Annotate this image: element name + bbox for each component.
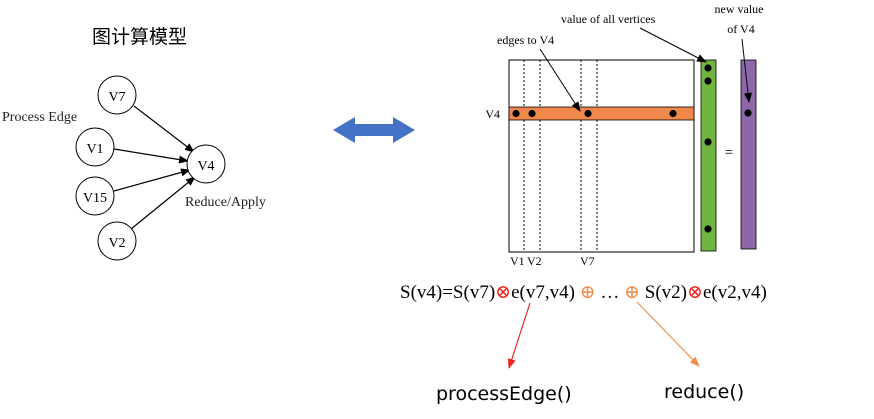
new-value-vector bbox=[740, 59, 757, 250]
formula-oplus-2: ⊕ bbox=[624, 282, 640, 303]
edges-to-v4-annotation: edges to V4 bbox=[497, 33, 554, 47]
col-label-v1: V1 bbox=[510, 254, 525, 268]
equals-sign: = bbox=[725, 145, 733, 161]
process-edge-arrow bbox=[507, 302, 531, 369]
new-value-annotation-arrow bbox=[741, 38, 752, 103]
edge-v15-v4 bbox=[113, 168, 191, 192]
row-dot-2 bbox=[528, 109, 536, 118]
process-edge-label: Process Edge bbox=[2, 110, 77, 125]
formula-oplus-1: ⊕ bbox=[580, 282, 596, 303]
new-value-annotation-line1: new value bbox=[715, 2, 764, 16]
green-dot-4 bbox=[704, 225, 712, 233]
green-dot-2 bbox=[704, 77, 712, 85]
node-v4-label: V4 bbox=[197, 159, 214, 174]
v4-row bbox=[508, 106, 695, 121]
green-dot-3 bbox=[704, 138, 712, 146]
all-vertices-annotation-arrow bbox=[639, 27, 707, 63]
node-v15: V15 bbox=[75, 176, 115, 216]
process-edge-call: processEdge() bbox=[436, 383, 572, 405]
reduce-call: reduce() bbox=[664, 381, 744, 403]
row-dot-4 bbox=[669, 109, 677, 118]
node-v15-label: V15 bbox=[83, 191, 107, 206]
reduce-apply-label: Reduce/Apply bbox=[185, 195, 266, 210]
formula-part-3: … bbox=[596, 282, 625, 303]
node-v7: V7 bbox=[97, 75, 137, 115]
formula-part-5: e(v2,v4) bbox=[703, 282, 767, 303]
gas-formula: S(v4)=S(v7)⊗e(v7,v4) ⊕ … ⊕ S(v2)⊗e(v2,v4… bbox=[400, 282, 767, 303]
edge-v1-v4 bbox=[113, 148, 189, 164]
formula-part-4: S(v2) bbox=[640, 282, 687, 303]
reduce-arrow bbox=[636, 301, 700, 367]
formula-part-2: e(v7,v4) bbox=[511, 282, 580, 303]
node-v1: V1 bbox=[75, 127, 115, 167]
node-v2: V2 bbox=[97, 221, 137, 261]
all-vertices-vector bbox=[700, 59, 717, 252]
edge-v2-v4 bbox=[130, 176, 196, 230]
node-v7-label: V7 bbox=[108, 90, 125, 105]
node-v2-label: V2 bbox=[108, 236, 125, 251]
green-dot-1 bbox=[704, 64, 712, 72]
row-dot-3 bbox=[584, 109, 592, 118]
formula-otimes-1: ⊗ bbox=[495, 282, 511, 303]
formula-otimes-2: ⊗ bbox=[687, 282, 703, 303]
edges-annotation-arrow bbox=[539, 48, 581, 112]
new-value-annotation-line2: of V4 bbox=[727, 22, 754, 36]
node-v4: V4 bbox=[186, 144, 226, 184]
node-v1-label: V1 bbox=[86, 142, 103, 157]
formula-part-1: S(v4)=S(v7) bbox=[400, 282, 495, 303]
row-dot-1 bbox=[512, 109, 520, 118]
col-label-v7: V7 bbox=[580, 254, 595, 268]
double-arrow-icon bbox=[333, 117, 415, 143]
row-label-v4: V4 bbox=[485, 107, 500, 121]
edge-v7-v4 bbox=[133, 105, 195, 153]
purple-dot bbox=[744, 109, 752, 117]
adjacency-matrix bbox=[508, 59, 695, 253]
graph-model-title: 图计算模型 bbox=[92, 26, 187, 48]
all-vertices-annotation: value of all vertices bbox=[561, 12, 656, 26]
col-label-v2: V2 bbox=[527, 254, 542, 268]
